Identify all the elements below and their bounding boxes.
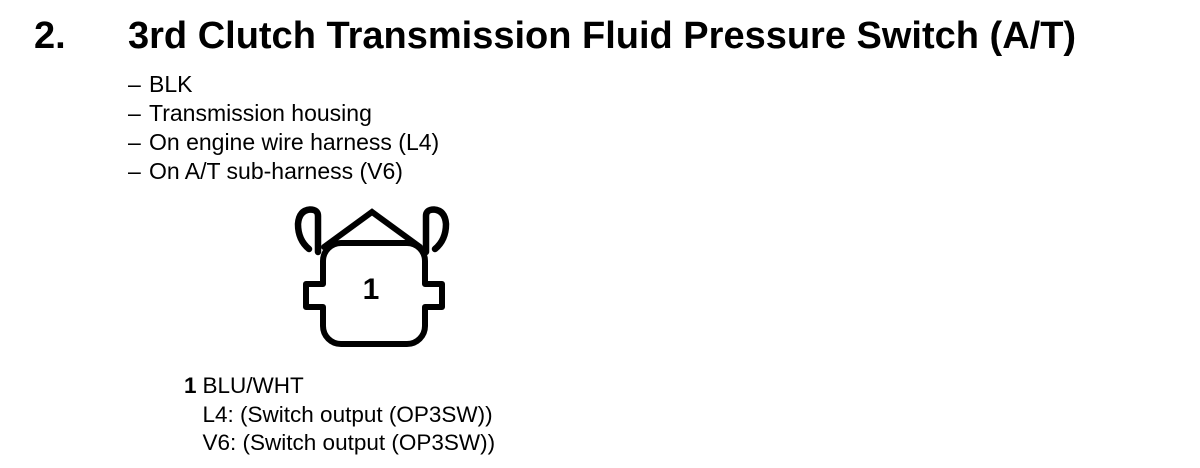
pin-function-v6: V6: (Switch output (OP3SW)): [202, 430, 496, 455]
dash-bullet: –: [128, 129, 141, 155]
section-heading: 2. 3rd Clutch Transmission Fluid Pressur…: [34, 17, 1076, 55]
connector-horn-left-icon: [294, 206, 322, 256]
list-item-location: – Transmission housing: [128, 99, 439, 128]
connector-body-outline: [303, 240, 445, 347]
connector-key-triangle-icon: [321, 208, 423, 250]
detail-text: On engine wire harness (L4): [149, 129, 440, 155]
pin-entry: 1 BLU/WHT L4: (Switch output (OP3SW)) V6…: [184, 372, 495, 458]
dash-bullet: –: [128, 158, 141, 184]
connector-horn-right-icon: [422, 206, 450, 256]
detail-text: On A/T sub-harness (V6): [149, 158, 403, 184]
list-item-wire-color: – BLK: [128, 70, 439, 99]
pin-function-l4: L4: (Switch output (OP3SW)): [202, 401, 493, 427]
connector-diagram: 1: [288, 200, 458, 355]
pin-number: 1: [184, 373, 197, 398]
pinout-legend: 1 BLU/WHT L4: (Switch output (OP3SW)) V6…: [184, 372, 495, 458]
section-number: 2.: [34, 15, 66, 57]
dash-bullet: –: [128, 71, 141, 97]
detail-text: BLK: [149, 71, 193, 97]
connector-cavity-number: 1: [363, 273, 380, 306]
detail-list: – BLK – Transmission housing – On engine…: [128, 70, 439, 186]
pin-description: BLU/WHT L4: (Switch output (OP3SW)) V6: …: [203, 372, 496, 458]
dash-bullet: –: [128, 100, 141, 126]
detail-text: Transmission housing: [149, 100, 372, 126]
page-title: 3rd Clutch Transmission Fluid Pressure S…: [128, 15, 1077, 57]
list-item-harness-l4: – On engine wire harness (L4): [128, 128, 439, 157]
pin-wire-color: BLU/WHT: [202, 373, 304, 398]
list-item-harness-v6: – On A/T sub-harness (V6): [128, 157, 439, 186]
